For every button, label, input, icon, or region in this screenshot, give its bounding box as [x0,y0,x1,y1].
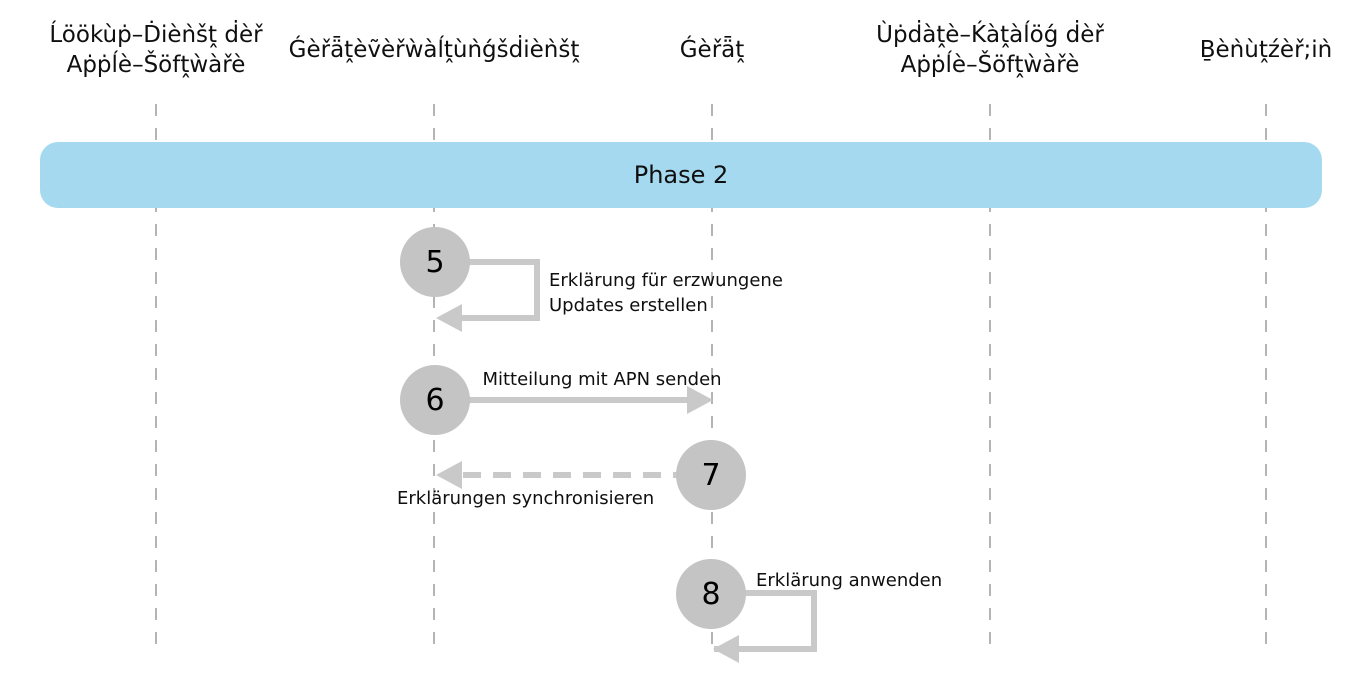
actor-header-lookup-service: Ĺöökùṗ–Ḋièǹšṱ ḋèř Aṗṗĺè–Šöfṱẁàřè [0,4,336,96]
step-5-self-arrow [450,259,540,321]
step-7-number: 7 [701,457,721,493]
arrowhead-left-icon [713,635,739,663]
actor-label-line1: Ǵèřǟṱèṽèřẁàĺṱùǹǵšḋièǹšṱ [288,37,580,63]
phase-banner: Phase 2 [40,142,1322,208]
step-6-badge: 6 [400,365,470,435]
step-5-label-line2: Updates erstellen [549,295,708,316]
actor-label-line2: Aṗṗĺè–Šöfṱẁàřè [66,52,246,78]
actor-label-line1: Ḇèǹùṱźèř;iǹ [1199,37,1333,63]
lifeline-device [711,104,713,656]
step-6-number: 6 [425,382,445,418]
step-7-badge: 7 [676,440,746,510]
step-7-label: Erklärungen synchronisieren [397,486,654,511]
step-6-label-text: Mitteilung mit APN senden [482,369,722,390]
lifeline-update-catalog [989,104,991,656]
actor-header-device: Ǵèřǟṱ [532,4,892,96]
actor-label: Ǵèřǟṱ [680,35,745,65]
actor-label: Ĺöökùṗ–Ḋièǹšṱ ḋèř Aṗṗĺè–Šöfṱẁàřè [49,20,262,80]
step-6-label: Mitteilung mit APN senden [480,367,724,392]
step-6-arrow-shaft [467,397,689,403]
actor-header-user: Ḇèǹùṱźèř;iǹ [1086,4,1362,96]
lifeline-lookup-service [155,104,157,656]
step-8-label-text: Erklärung anwenden [756,570,943,591]
arrowhead-left-icon [436,304,462,332]
step-5-label-line1: Erklärung für erzwungene [549,270,783,291]
actor-label-line1: Ùṗḋàṱè–Ḱàṱàĺöǵ ḋèř [876,22,1104,48]
step-8-label: Erklärung anwenden [756,568,942,593]
step-8-self-arrow [714,590,817,652]
step-7-arrow-shaft [463,472,677,478]
actor-label-line1: Ĺöökùṗ–Ḋièǹšṱ ḋèř [49,22,263,48]
actor-label: Ḇèǹùṱźèř;iǹ [1200,35,1333,65]
phase-label: Phase 2 [633,161,729,189]
step-5-number: 5 [425,244,445,280]
step-8-badge: 8 [676,559,746,629]
actor-label: Ǵèřǟṱèṽèřẁàĺṱùǹǵšḋièǹšṱ [289,35,580,65]
lifeline-user [1265,104,1267,656]
arrowhead-left-icon [436,461,462,489]
step-5-label: Erklärung für erzwungene Updates erstell… [549,268,783,318]
step-8-number: 8 [701,576,721,612]
actor-label-line2: Aṗṗĺè–Šöfṱẁàřè [900,52,1080,78]
actor-header-update-catalog: Ùṗḋàṱè–Ḱàṱàĺöǵ ḋèř Aṗṗĺè–Šöfṱẁàřè [810,4,1170,96]
actor-header-device-management-service: Ǵèřǟṱèṽèřẁàĺṱùǹǵšḋièǹšṱ [254,4,614,96]
arrowhead-right-icon [687,386,713,414]
step-5-badge: 5 [400,227,470,297]
actor-label: Ùṗḋàṱè–Ḱàṱàĺöǵ ḋèř Aṗṗĺè–Šöfṱẁàřè [876,20,1104,80]
actor-label-line1: Ǵèřǟṱ [679,37,745,63]
step-7-label-text: Erklärungen synchronisieren [397,488,655,509]
